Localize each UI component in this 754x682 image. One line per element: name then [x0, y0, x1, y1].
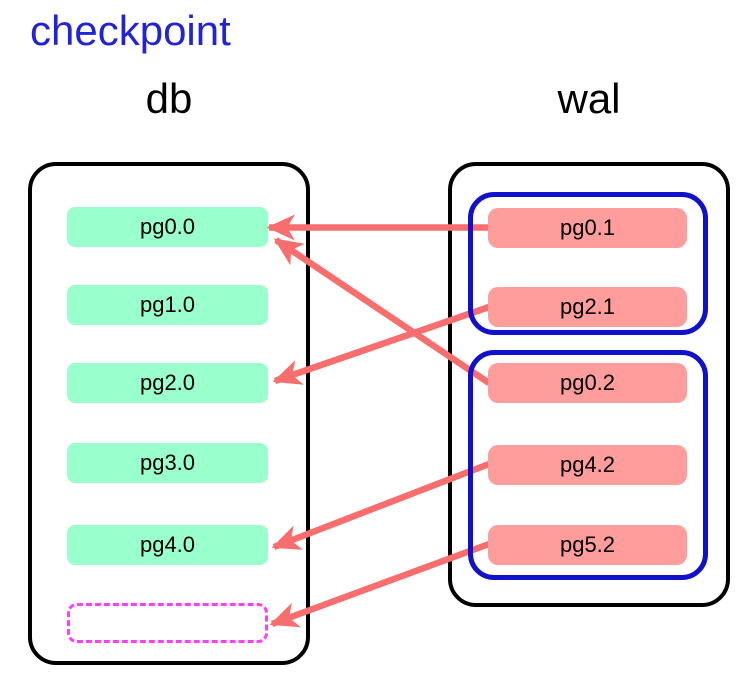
db-page-pg2.0: pg2.0 — [67, 363, 268, 403]
db-page-pg3.0: pg3.0 — [67, 443, 268, 483]
db-page-pg1.0: pg1.0 — [67, 285, 268, 325]
wal-column-label: wal — [557, 75, 621, 122]
wal-record-pg5.2: pg5.2 — [488, 525, 687, 565]
db-column-label: db — [145, 75, 193, 122]
db-empty-page-slot — [67, 603, 268, 643]
db-container — [28, 162, 310, 665]
wal-record-pg2.1: pg2.1 — [488, 287, 687, 327]
wal-record-pg0.1: pg0.1 — [488, 208, 687, 248]
diagram-title: checkpoint — [30, 7, 231, 54]
db-page-pg4.0: pg4.0 — [67, 525, 268, 565]
db-page-pg0.0: pg0.0 — [67, 207, 268, 247]
wal-record-pg4.2: pg4.2 — [488, 445, 687, 485]
wal-record-pg0.2: pg0.2 — [488, 363, 687, 403]
